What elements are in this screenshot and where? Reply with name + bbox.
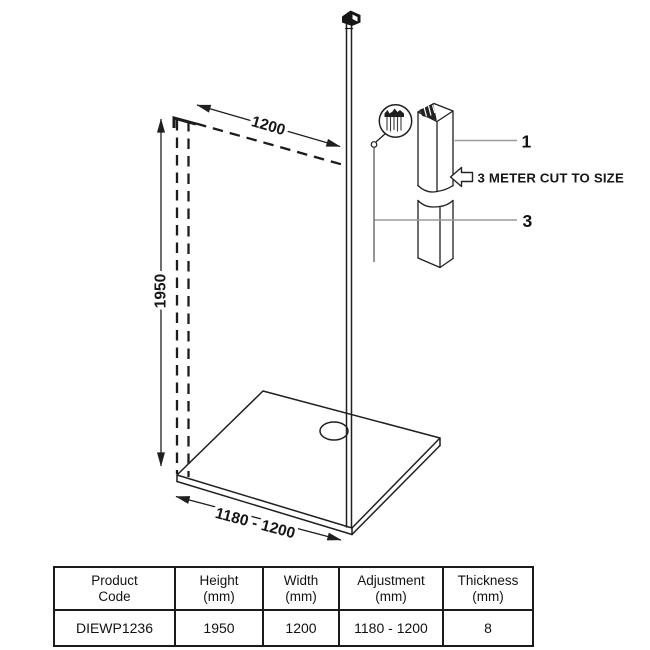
header-line2: (mm) xyxy=(375,588,407,604)
cut-to-size-note: 3 METER CUT TO SIZE xyxy=(449,166,624,188)
part3-callout: 3 xyxy=(374,211,533,231)
detail-circle xyxy=(370,104,413,262)
col-header-width: Width (mm) xyxy=(262,566,340,611)
leader-dot xyxy=(370,141,378,148)
col-header-thickness: Thickness (mm) xyxy=(442,566,534,611)
cell-thickness: 8 xyxy=(442,609,534,647)
support-pole xyxy=(342,10,361,528)
header-line2: (mm) xyxy=(472,588,504,604)
header-line2: (mm) xyxy=(203,588,235,604)
header-line1: Adjustment xyxy=(357,572,425,588)
header-line2: (mm) xyxy=(285,588,317,604)
cut-note-text: 3 METER CUT TO SIZE xyxy=(478,171,624,186)
profile-part-upper xyxy=(417,102,454,193)
spec-table-data-row: DIEWP1236 1950 1200 1180 - 1200 8 xyxy=(53,609,534,647)
header-line1: Width xyxy=(283,572,319,588)
dim-height-text: 1950 xyxy=(153,274,170,308)
cell-product-code: DIEWP1236 xyxy=(53,609,176,647)
part3-label: 3 xyxy=(523,211,533,231)
spec-table: Product Code Height (mm) Width (mm) Adju… xyxy=(53,566,534,647)
dimension-width xyxy=(196,104,341,148)
profile-part-lower xyxy=(417,199,454,269)
header-line1: Thickness xyxy=(457,572,519,588)
drain-icon xyxy=(319,421,349,441)
header-line1: Product xyxy=(91,572,138,588)
cell-adjustment: 1180 - 1200 xyxy=(338,609,444,647)
header-line1: Height xyxy=(199,572,239,588)
profile-hatch-icon xyxy=(419,104,437,121)
col-header-adjustment: Adjustment (mm) xyxy=(338,566,444,611)
header-line2: Code xyxy=(98,588,131,604)
left-outline-arrow-icon xyxy=(449,166,474,188)
cell-width: 1200 xyxy=(262,609,340,647)
dim-adjustment-text: 1180 - 1200 xyxy=(213,505,297,542)
col-header-product-code: Product Code xyxy=(53,566,176,611)
col-header-height: Height (mm) xyxy=(174,566,264,611)
glass-panel-outline xyxy=(172,116,346,477)
dim-width-text: 1200 xyxy=(249,113,287,139)
spec-table-header-row: Product Code Height (mm) Width (mm) Adju… xyxy=(53,566,534,611)
part1-callout: 1 xyxy=(454,132,532,152)
part1-label: 1 xyxy=(522,132,532,152)
cell-height: 1950 xyxy=(174,609,264,647)
pole-top-cap-icon xyxy=(342,10,361,30)
profile-detail-icon xyxy=(384,108,404,132)
dimension-adjustment xyxy=(175,495,342,541)
